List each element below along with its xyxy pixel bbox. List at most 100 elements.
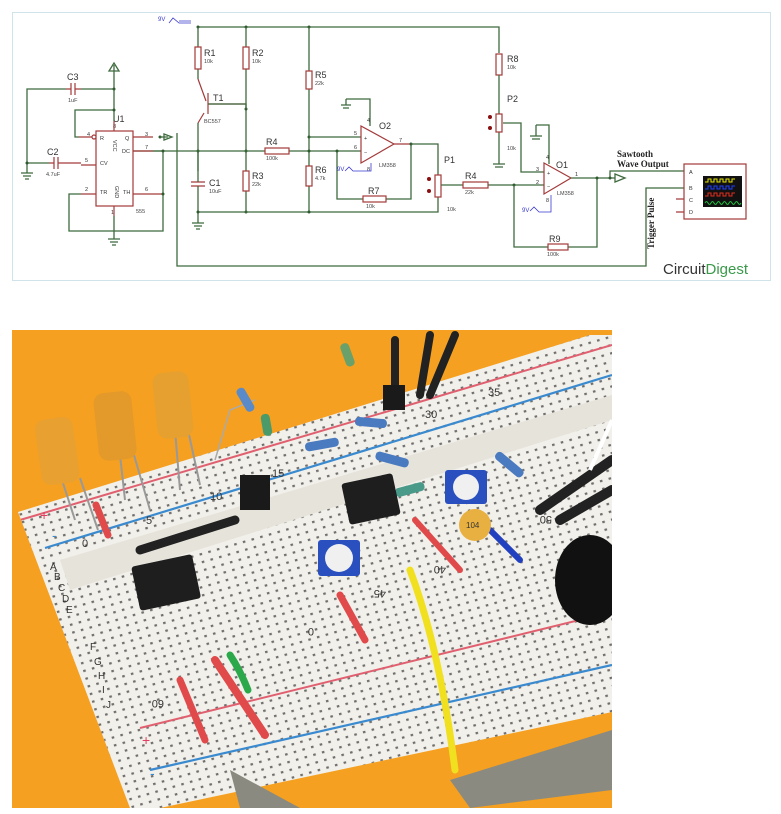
q-output-terminal-icon (163, 133, 174, 141)
ground-icon (192, 222, 204, 230)
row-e: E (66, 605, 73, 616)
ground-icon (108, 238, 120, 246)
col-40: 40 (434, 563, 446, 575)
probe-black (555, 535, 625, 625)
r4b-label: R4 (465, 171, 477, 181)
o1-pin8: 8 (546, 198, 549, 204)
r9-value: 100k (547, 252, 559, 258)
supply-label: 9V (158, 17, 165, 23)
o2-part: LM358 (379, 163, 396, 169)
output-terminal-icon (614, 173, 627, 183)
row-b: B (54, 572, 61, 583)
o2-pin8: 8 (367, 167, 370, 173)
r8-label: R8 (507, 54, 519, 64)
r9-label: R9 (549, 234, 561, 244)
o1-pin1: 1 (575, 172, 578, 178)
col-60: 60 (152, 697, 164, 709)
opamp-o1 (543, 161, 573, 196)
col-35: 35 (488, 387, 500, 399)
rail-line-red (19, 344, 612, 521)
circuitdigest-logo: CircuitDigest (663, 261, 749, 278)
rail-line-blue (149, 663, 612, 772)
resistor-r8 (495, 53, 503, 76)
ground-icon (493, 163, 505, 168)
transistor-top (383, 385, 405, 410)
r6-value: 4.7k (315, 176, 326, 182)
col-50: 50 (540, 513, 552, 525)
supply-9v-icon (344, 163, 372, 172)
r1-value: 10k (204, 59, 213, 65)
output-label-line1: Sawtooth (617, 149, 653, 159)
o1-pin2: 2 (536, 180, 539, 186)
row-g: G (94, 657, 102, 668)
board-column-numbers: 0 5 10 15 30 35 40 45 50 60 0 (82, 387, 552, 709)
scope-trace (704, 201, 742, 205)
jumper-wires-right (535, 455, 617, 525)
wire-yellow (406, 566, 459, 774)
resistor-r3 (242, 170, 250, 192)
u1-pin2: 2 (85, 187, 88, 193)
c2-value: 4.7uF (46, 172, 61, 178)
r4b-value: 22k (465, 190, 474, 196)
p2-value: 10k (507, 146, 516, 152)
r4a-label: R4 (266, 137, 278, 147)
p1-label: P1 (444, 155, 455, 165)
wire-green (226, 651, 252, 694)
svg-text:−: − (364, 150, 367, 156)
r7-label: R7 (368, 186, 380, 196)
scope-trace (705, 185, 735, 190)
u1-pin4: 4 (87, 132, 90, 138)
circuit-schematic: 9V R1 10k R2 10k T1 BC557 C1 10uF R3 22k… (12, 12, 771, 281)
wire-red (211, 656, 269, 739)
u1-pin-q: Q (125, 136, 130, 142)
vcc-arrow-icon (107, 61, 121, 72)
col-0: 0 (82, 538, 88, 550)
p2-label: P2 (507, 94, 518, 104)
rail-line-blue (44, 373, 612, 550)
wire-red (412, 517, 463, 573)
r4a-value: 100k (266, 156, 278, 162)
wire-red (92, 501, 112, 539)
u1-pin-gnd: GND (113, 186, 119, 198)
resistor-r1 (194, 46, 202, 70)
r3-value: 22k (252, 182, 261, 188)
trigger-pulse-label: Trigger Pulse (646, 198, 656, 249)
r1-label: R1 (204, 48, 216, 58)
breadboard-photo-drawing: + - + - 0 5 10 15 30 35 40 45 50 60 0 A … (12, 330, 625, 808)
wire-red (336, 591, 369, 644)
scope-channel-c: C (689, 198, 693, 204)
u1-part: 555 (136, 209, 145, 215)
c3-value: 1uF (68, 98, 78, 104)
u1-pin-dc: DC (122, 149, 130, 155)
row-h: H (98, 671, 105, 682)
u1-pin-tr: TR (100, 190, 107, 196)
ground-icon (530, 135, 542, 140)
o1-label: O1 (556, 160, 568, 170)
row-f: F (90, 642, 96, 653)
c3-label: C3 (67, 72, 79, 82)
o1-supply-label: 9V (522, 208, 529, 214)
u1-pin-r: R (100, 136, 104, 142)
resistor-r4-22k (462, 181, 489, 189)
resistor-r2 (242, 46, 250, 70)
electrolytic-capacitors (35, 371, 201, 531)
o2-pin4: 4 (367, 118, 370, 124)
svg-text:+: + (364, 136, 367, 142)
ic-555-chip (131, 554, 201, 611)
r2-value: 10k (252, 59, 261, 65)
t1-part: BC557 (204, 119, 221, 125)
r3-label: R3 (252, 171, 264, 181)
ceramic-capacitor (459, 509, 491, 541)
row-c: C (58, 583, 65, 594)
scope-trace (705, 178, 735, 183)
col-10: 10 (210, 491, 222, 503)
o2-pin7: 7 (399, 138, 402, 144)
u1-pin1: 1 (111, 210, 114, 216)
col-15: 15 (272, 468, 284, 480)
supply-9v-icon (168, 17, 191, 24)
supply-9v-icon (529, 195, 552, 213)
svg-text:−: − (547, 184, 550, 190)
rail-plus-sign: + (142, 732, 150, 748)
u1-pin-th: TH (123, 190, 130, 196)
rail-minus-sign: - (52, 527, 57, 543)
